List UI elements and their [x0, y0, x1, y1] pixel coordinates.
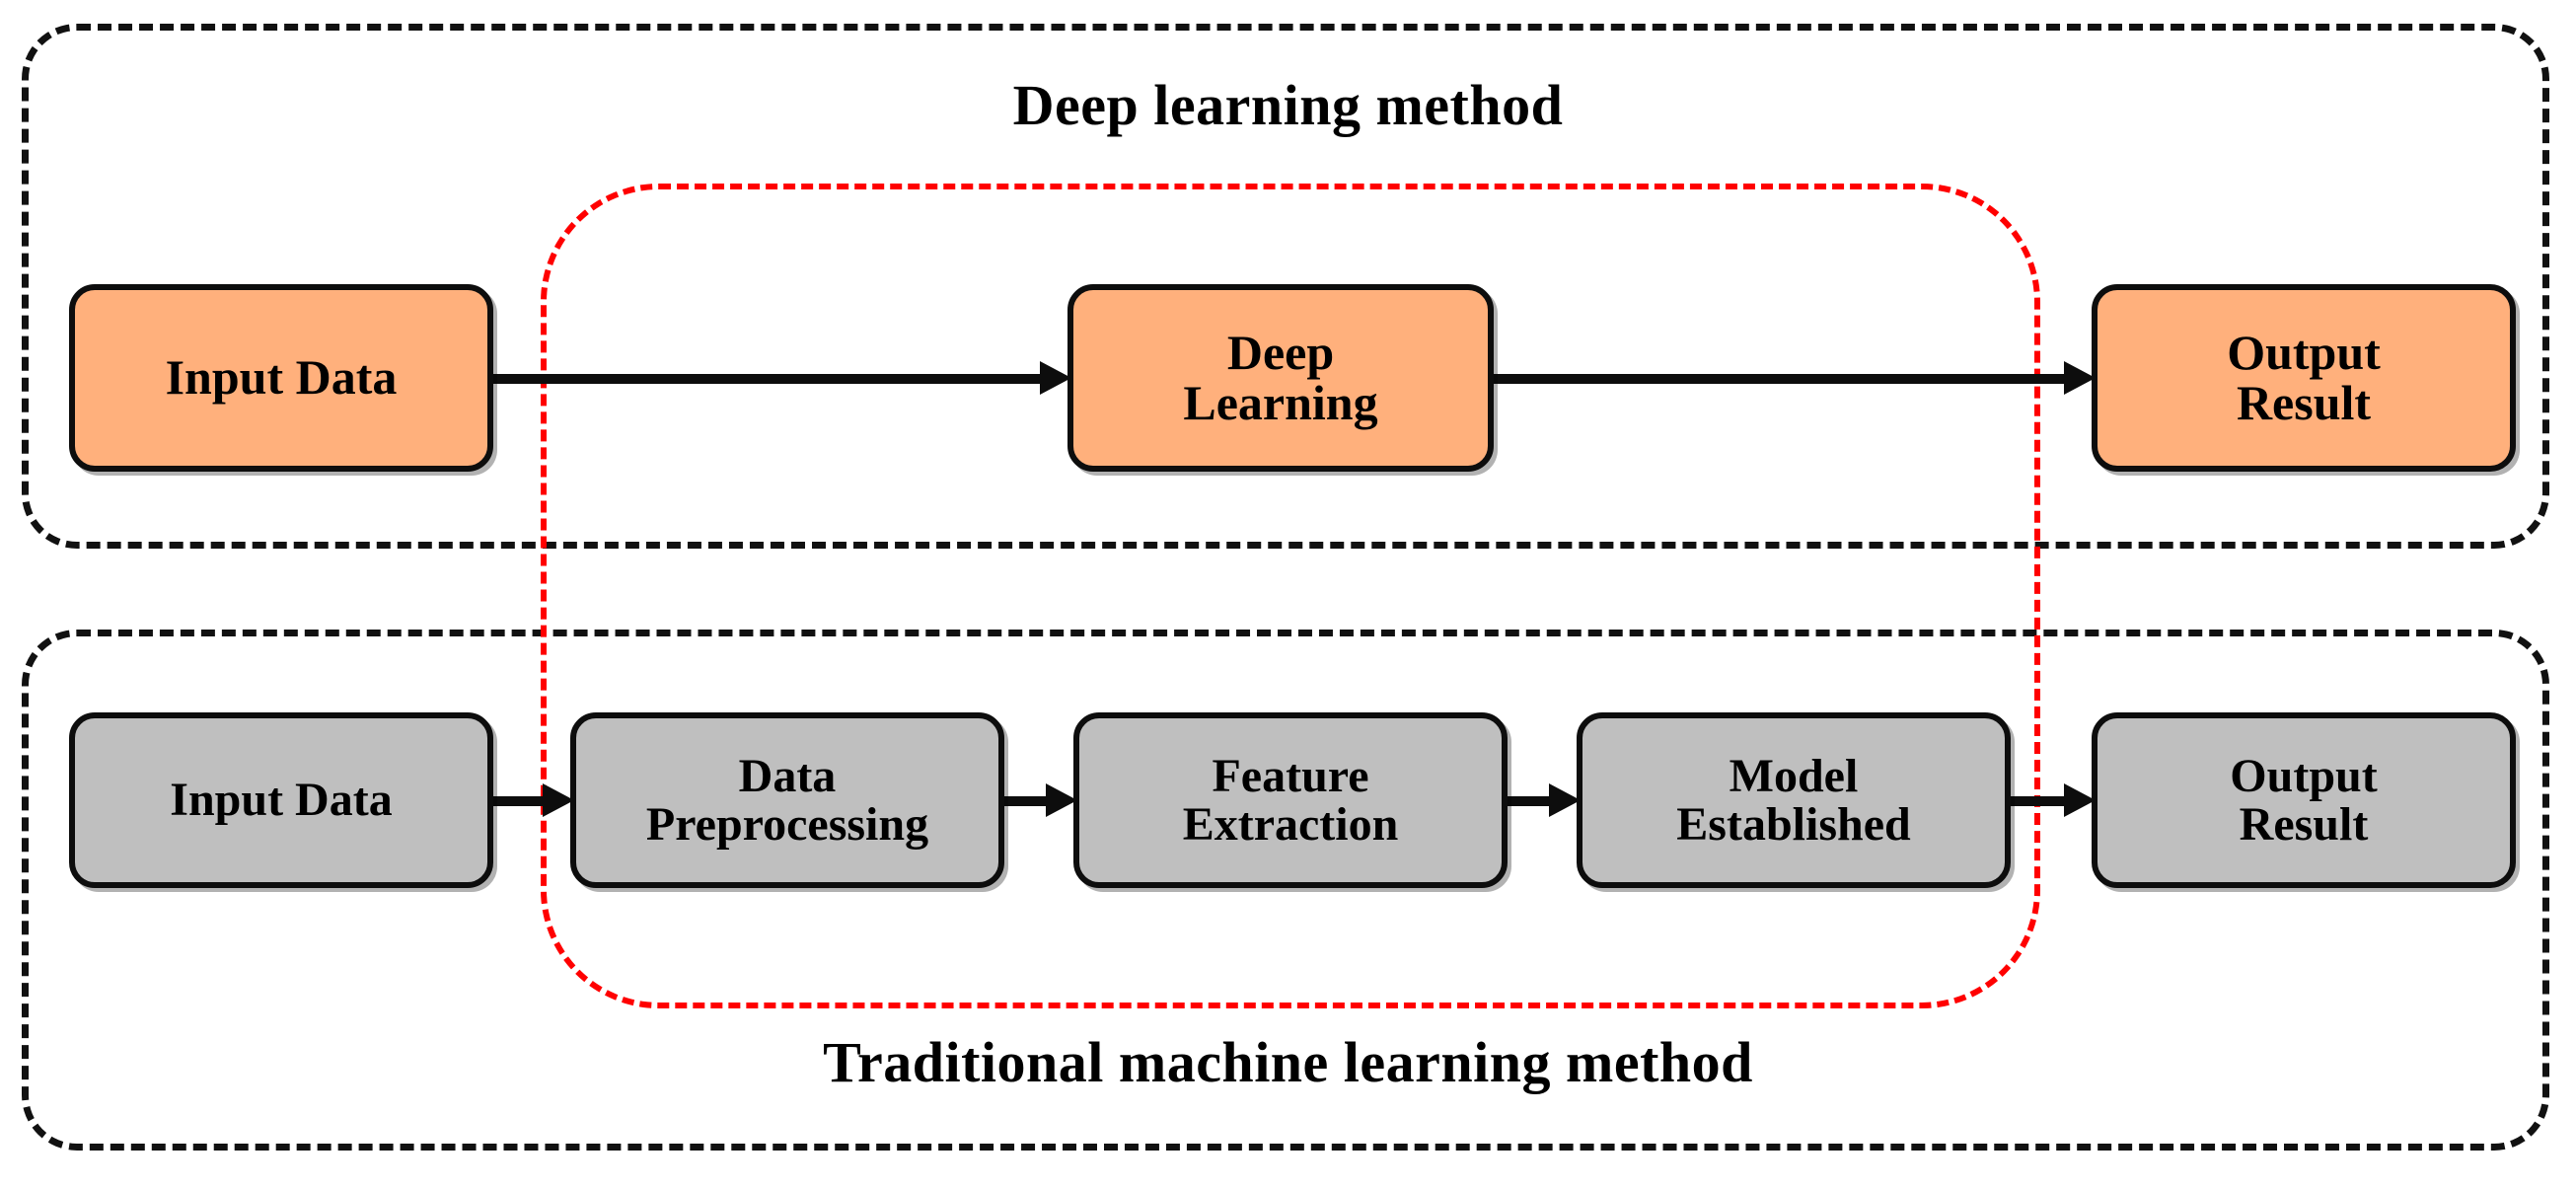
- caption-deep-learning-method: Deep learning method: [1012, 73, 1564, 137]
- arrow-shaft: [493, 374, 1040, 384]
- arrow-shaft: [493, 796, 543, 806]
- node-deep-output-result[interactable]: Output Result: [2092, 284, 2516, 472]
- node-label-line2: Preprocessing: [645, 798, 929, 851]
- arrow-head-icon: [2064, 783, 2096, 817]
- node-model-established[interactable]: Model Established: [1577, 712, 2011, 888]
- node-label-line1: Input Data: [170, 774, 393, 827]
- node-label-line2: Result: [2236, 375, 2372, 430]
- node-data-preprocessing[interactable]: Data Preprocessing: [570, 712, 1004, 888]
- node-label: Output Result: [2227, 324, 2381, 430]
- arrow-shaft: [1494, 374, 2064, 384]
- arrow-shaft: [1508, 796, 1549, 806]
- node-label-line1: Data: [738, 749, 837, 802]
- node-label-line2: Established: [1676, 798, 1911, 851]
- arrow-deep-learning-to-output: [1494, 361, 2096, 395]
- arrow-input-to-preprocessing: [493, 783, 574, 817]
- node-label-line1: Output: [2230, 749, 2378, 802]
- node-label-line1: Model: [1729, 749, 1859, 802]
- arrow-head-icon: [543, 783, 574, 817]
- node-label-line1: Feature: [1212, 749, 1369, 802]
- arrow-input-to-deep-learning: [493, 361, 1071, 395]
- node-label-line1: Output: [2227, 324, 2381, 380]
- node-traditional-output-result[interactable]: Output Result: [2092, 712, 2516, 888]
- arrow-model-to-output: [2011, 783, 2096, 817]
- node-label: Input Data: [166, 352, 398, 404]
- arrow-feature-to-model: [1508, 783, 1581, 817]
- arrow-head-icon: [2064, 361, 2096, 395]
- node-deep-learning[interactable]: Deep Learning: [1067, 284, 1494, 472]
- node-label: Input Data: [170, 774, 393, 827]
- highlight-frame-red-dashed: [541, 184, 2040, 1008]
- arrow-head-icon: [1040, 361, 1071, 395]
- node-label-line1: Deep: [1226, 324, 1335, 380]
- node-traditional-input-data[interactable]: Input Data: [69, 712, 493, 888]
- group-frame-traditional: [22, 630, 2549, 1151]
- node-label: Model Established: [1676, 749, 1911, 851]
- arrow-shaft: [2011, 796, 2064, 806]
- arrow-shaft: [1004, 796, 1046, 806]
- group-frame-deep-learning: [22, 24, 2549, 549]
- arrow-preprocessing-to-feature: [1004, 783, 1077, 817]
- node-label-line1: Input Data: [165, 349, 398, 406]
- node-label-line2: Extraction: [1182, 798, 1399, 851]
- arrow-head-icon: [1549, 783, 1581, 817]
- node-label: Deep Learning: [1183, 324, 1378, 430]
- node-feature-extraction[interactable]: Feature Extraction: [1073, 712, 1508, 888]
- caption-traditional-machine-learning-method: Traditional machine learning method: [823, 1030, 1753, 1094]
- node-deep-input-data[interactable]: Input Data: [69, 284, 493, 472]
- node-label: Output Result: [2230, 749, 2378, 851]
- node-label-line2: Learning: [1183, 375, 1378, 430]
- node-label: Data Preprocessing: [645, 749, 929, 851]
- arrow-head-icon: [1046, 783, 1077, 817]
- node-label: Feature Extraction: [1182, 749, 1399, 851]
- node-label-line2: Result: [2239, 798, 2369, 851]
